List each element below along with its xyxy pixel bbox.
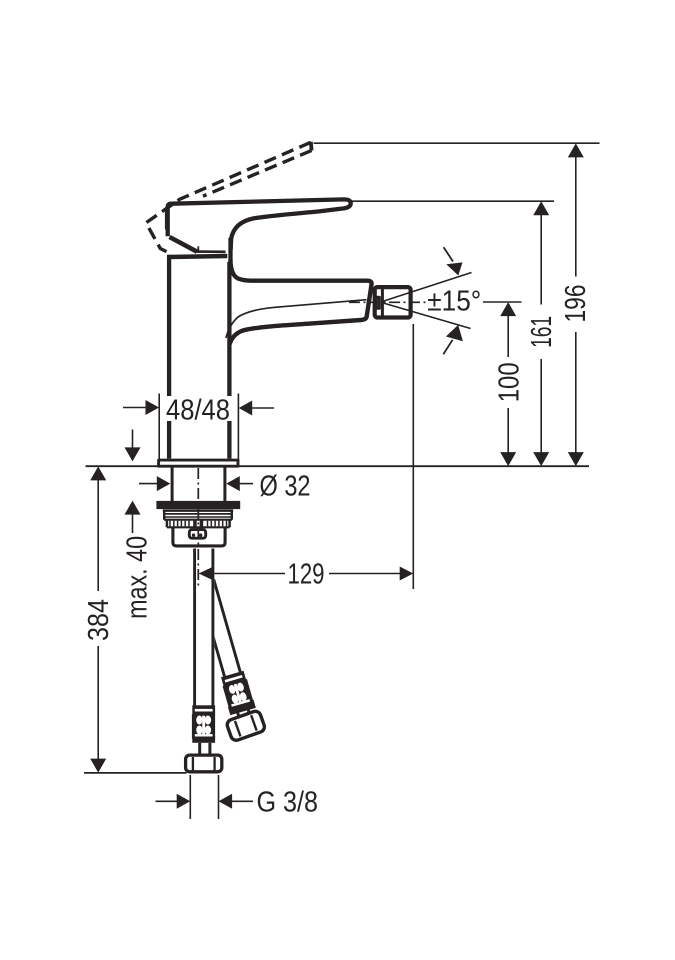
svg-text:129: 129 [288,559,325,591]
svg-text:G 3/8: G 3/8 [257,787,319,819]
svg-text:48/48: 48/48 [166,394,230,426]
svg-text:161: 161 [526,316,558,348]
svg-text:100: 100 [493,362,525,402]
svg-text:±15°: ±15° [427,285,481,317]
svg-text:384: 384 [83,599,115,641]
svg-text:Ø 32: Ø 32 [260,470,311,502]
svg-text:196: 196 [560,285,592,323]
svg-text:max. 40: max. 40 [122,536,154,619]
